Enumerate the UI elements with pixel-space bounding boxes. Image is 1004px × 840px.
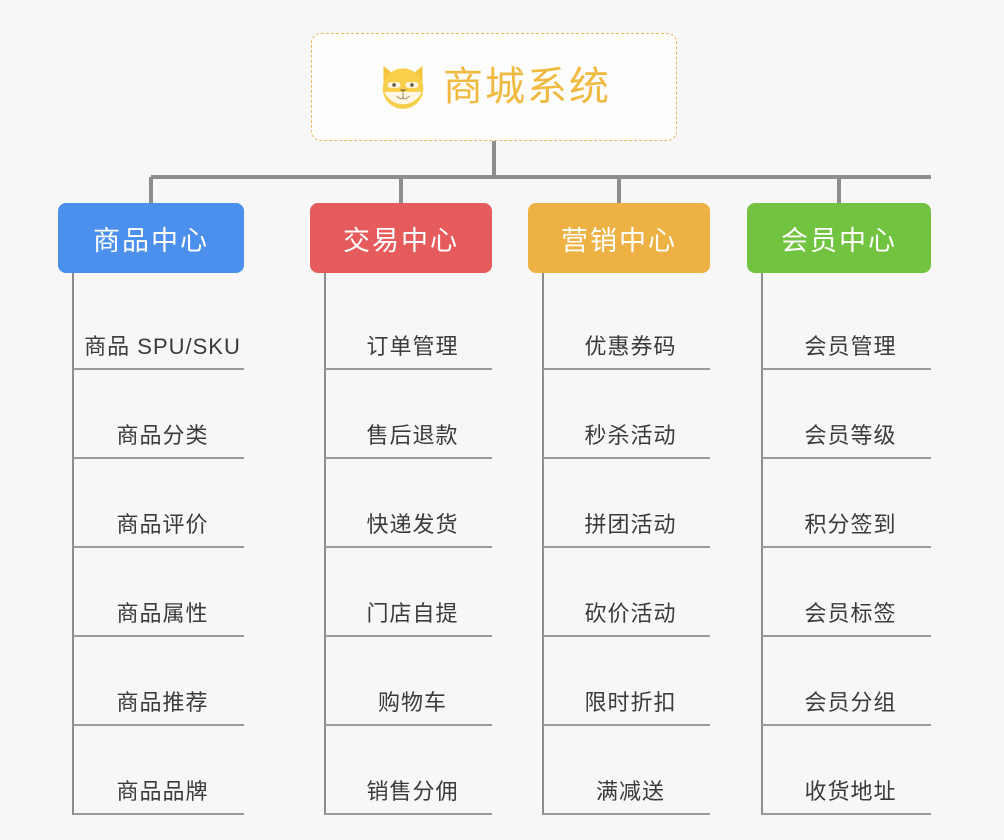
category-label-3: 会员中心	[781, 225, 897, 256]
category-box-1[interactable]: 交易中心	[310, 203, 492, 273]
branch-column-0: 商品中心 商品 SPU/SKU 商品分类 商品评价 商品属性 商品推荐 商品品牌	[58, 203, 244, 815]
leaf-item[interactable]: 商品品牌	[73, 726, 244, 815]
leaf-item[interactable]: 积分签到	[762, 459, 931, 548]
leaf-item[interactable]: 限时折扣	[543, 637, 710, 726]
leaf-item[interactable]: 砍价活动	[543, 548, 710, 637]
leaf-item[interactable]: 商品属性	[73, 548, 244, 637]
leaf-item[interactable]: 优惠券码	[543, 281, 710, 370]
leaf-list-3: 会员管理 会员等级 积分签到 会员标签 会员分组 收货地址	[747, 273, 931, 815]
leaf-item[interactable]: 会员等级	[762, 370, 931, 459]
branch-column-3: 会员中心 会员管理 会员等级 积分签到 会员标签 会员分组 收货地址	[747, 203, 931, 815]
category-box-3[interactable]: 会员中心	[747, 203, 931, 273]
leaf-item[interactable]: 会员分组	[762, 637, 931, 726]
leaf-item[interactable]: 商品推荐	[73, 637, 244, 726]
category-label-1: 交易中心	[343, 225, 459, 256]
branch-column-2: 营销中心 优惠券码 秒杀活动 拼团活动 砍价活动 限时折扣 满减送	[528, 203, 710, 815]
leaf-item[interactable]: 满减送	[543, 726, 710, 815]
leaf-item[interactable]: 门店自提	[325, 548, 492, 637]
shiba-dog-icon	[382, 65, 424, 109]
leaf-item[interactable]: 收货地址	[762, 726, 931, 815]
leaf-item[interactable]: 订单管理	[325, 281, 492, 370]
leaf-list-0: 商品 SPU/SKU 商品分类 商品评价 商品属性 商品推荐 商品品牌	[58, 273, 244, 815]
leaf-list-2: 优惠券码 秒杀活动 拼团活动 砍价活动 限时折扣 满减送	[528, 273, 710, 815]
category-label-2: 营销中心	[561, 225, 677, 256]
leaf-item[interactable]: 会员标签	[762, 548, 931, 637]
leaf-item[interactable]: 会员管理	[762, 281, 931, 370]
category-label-0: 商品中心	[93, 225, 209, 256]
leaf-item[interactable]: 拼团活动	[543, 459, 710, 548]
leaf-item[interactable]: 购物车	[325, 637, 492, 726]
leaf-item[interactable]: 商品分类	[73, 370, 244, 459]
root-title: 商城系统	[443, 65, 611, 109]
branch-column-1: 交易中心 订单管理 售后退款 快递发货 门店自提 购物车 销售分佣	[310, 203, 492, 815]
leaf-item[interactable]: 商品评价	[73, 459, 244, 548]
root-node[interactable]: 商城系统	[311, 33, 677, 141]
leaf-item[interactable]: 销售分佣	[325, 726, 492, 815]
category-box-2[interactable]: 营销中心	[528, 203, 710, 273]
category-box-0[interactable]: 商品中心	[58, 203, 244, 273]
leaf-item[interactable]: 秒杀活动	[543, 370, 710, 459]
leaf-item[interactable]: 售后退款	[325, 370, 492, 459]
leaf-item[interactable]: 商品 SPU/SKU	[73, 281, 244, 370]
leaf-item[interactable]: 快递发货	[325, 459, 492, 548]
leaf-list-1: 订单管理 售后退款 快递发货 门店自提 购物车 销售分佣	[310, 273, 492, 815]
